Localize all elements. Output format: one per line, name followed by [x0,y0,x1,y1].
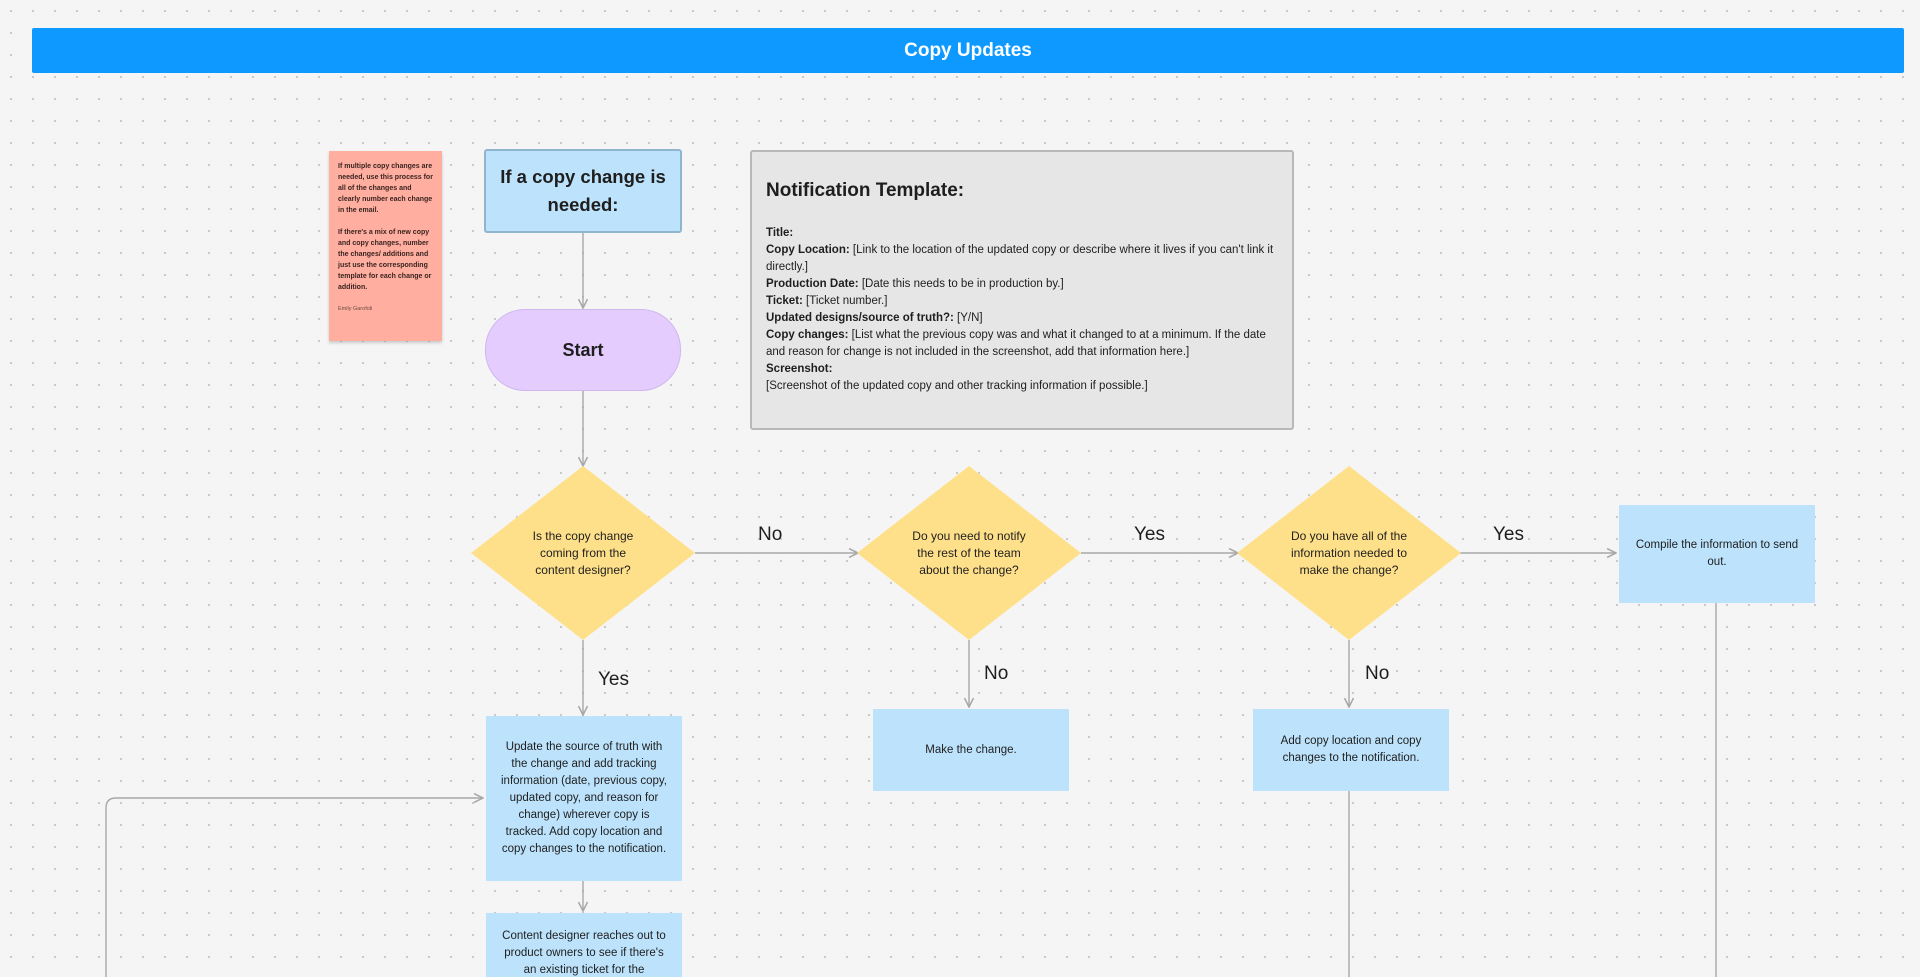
template-copy-location-row: Copy Location: [Link to the location of … [766,242,1278,276]
sticky-author: Emily Garofoli [338,306,373,312]
decision3-text[interactable]: Do you have all of the information neede… [1290,528,1408,577]
update-source-node[interactable]: Update the source of truth with the chan… [486,716,682,881]
template-heading: Notification Template: [766,180,965,201]
edge-label-d3-yes: Yes [1493,524,1524,545]
add-copy-node[interactable]: Add copy location and copy changes to th… [1253,709,1449,791]
template-ticket-value: [Ticket number.] [802,295,888,307]
template-copy-changes-value: [List what the previous copy was and wha… [766,329,1266,358]
template-screenshot-row: Screenshot: [766,361,1278,378]
template-production-date-value: [Date this needs to be in production by.… [858,278,1064,290]
template-copy-changes-row: Copy changes: [List what the previous co… [766,327,1278,361]
decision1-text[interactable]: Is the copy change coming from the conte… [532,528,634,577]
content-designer-node[interactable]: Content designer reaches out to product … [486,913,682,977]
start-node[interactable]: Start [485,309,681,391]
decision2-diamond [857,466,1081,640]
edge-label-d1-yes: Yes [598,669,629,690]
content-designer-node-text: Content designer reaches out to product … [502,930,666,976]
template-updated-designs-value: [Y/N] [953,312,983,324]
decision1-diamond [471,466,695,640]
template-copy-location-label: Copy Location: [766,244,850,256]
edge-label-d1-no: No [758,524,783,545]
make-change-node[interactable]: Make the change. [873,709,1069,791]
add-copy-node-text: Add copy location and copy changes to th… [1280,735,1422,764]
compile-node-text: Compile the information to send out. [1635,539,1799,568]
update-source-node-text: Update the source of truth with the chan… [501,741,667,855]
header-node-text: If a copy change is needed: [500,166,666,215]
template-title-row: Title: [766,225,1278,242]
edge-label-d2-yes: Yes [1134,524,1165,545]
section-banner[interactable]: Copy Updates [32,28,1904,73]
template-screenshot-label: Screenshot: [766,363,833,375]
template-title-label: Title: [766,227,794,239]
edge-label-d3-no: No [1365,663,1390,684]
start-node-text: Start [562,339,604,360]
connector-loop-back [105,798,483,977]
template-ticket-label: Ticket: [766,295,803,307]
sticky-paragraph-2: If there's a mix of new copy and copy ch… [338,229,432,291]
template-screenshot-value: [Screenshot of the updated copy and othe… [766,380,1148,392]
template-updated-designs-row: Updated designs/source of truth?: [Y/N] [766,310,1278,327]
sticky-note[interactable]: If multiple copy changes are needed, use… [329,151,442,341]
decision2-text[interactable]: Do you need to notify the rest of the te… [912,528,1026,577]
compile-node[interactable]: Compile the information to send out. [1619,505,1815,603]
edge-label-d2-no: No [984,663,1009,684]
template-copy-location-value: [Link to the location of the updated cop… [766,244,1274,273]
template-production-date-label: Production Date: [766,278,859,290]
template-updated-designs-label: Updated designs/source of truth?: [766,312,954,324]
template-production-date-row: Production Date: [Date this needs to be … [766,276,1278,293]
decision3-diamond [1237,466,1461,640]
sticky-paragraph-1: If multiple copy changes are needed, use… [338,163,433,214]
template-ticket-row: Ticket: [Ticket number.] [766,293,1278,310]
template-copy-changes-label: Copy changes: [766,329,849,341]
notification-template[interactable]: Notification Template: Title: Copy Locat… [750,150,1294,430]
header-node[interactable]: If a copy change is needed: [484,149,682,233]
make-change-node-text: Make the change. [925,743,1017,756]
